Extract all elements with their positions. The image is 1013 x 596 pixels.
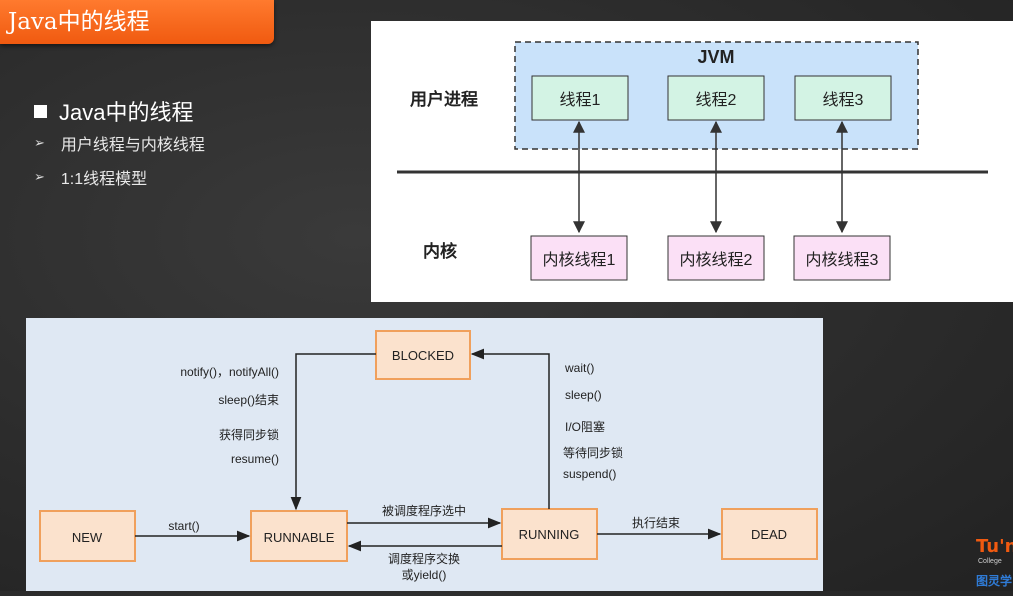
edge-label-swap-2: 或yield() (402, 568, 447, 582)
block-label: I/O阻塞 (565, 419, 605, 434)
state-runnable-box (250, 510, 348, 562)
kernel-thread-box (667, 235, 765, 281)
kernel-thread-box (530, 235, 628, 281)
bullet-main: Java中的线程 (34, 96, 205, 126)
block-label: suspend() (563, 467, 616, 481)
square-bullet-icon (34, 104, 47, 118)
kernel-thread-label: 内核线程2 (680, 251, 753, 269)
block-label: wait() (564, 361, 594, 375)
thread-model-svg: JVM 用户进程 线程1 线程2 线程3 内核 内核线程1 内核线程2 内核线程… (397, 41, 988, 281)
bullet-main-text: Java中的线程 (59, 100, 194, 125)
unblock-label: sleep()结束 (218, 393, 279, 407)
arrow-bullet-icon: ➢ (34, 135, 45, 150)
bullet-list: Java中的线程 ➢ 用户线程与内核线程 ➢ 1:1线程模型 (34, 96, 205, 194)
bullet-item: ➢ 1:1线程模型 (34, 160, 205, 194)
user-thread-box (531, 75, 629, 121)
logo-sub-text: College (978, 558, 1002, 565)
college-logo: Tu'n College 图灵学 (972, 530, 1013, 591)
logo-main-text: Tu'n (976, 536, 1013, 557)
kernel-thread-box (793, 235, 891, 281)
thread-state-svg: NEW RUNNABLE RUNNING BLOCKED DEAD start(… (39, 330, 818, 582)
state-blocked-box (375, 330, 471, 380)
user-thread-box (794, 75, 892, 121)
unblock-label: 获得同步锁 (219, 427, 279, 442)
user-thread-label: 线程3 (823, 91, 864, 109)
block-label: sleep() (565, 388, 602, 402)
state-runnable-label: RUNNABLE (264, 530, 335, 545)
kernel-label: 内核 (423, 241, 457, 261)
state-new-label: NEW (72, 530, 103, 545)
arrow-bullet-icon: ➢ (34, 169, 45, 184)
thread-model-diagram: JVM 用户进程 线程1 线程2 线程3 内核 内核线程1 内核线程2 内核线程… (371, 21, 1013, 302)
edge-label-finish: 执行结束 (632, 516, 680, 530)
arrow-from-blocked (290, 353, 376, 511)
bullet-item-text: 1:1线程模型 (60, 171, 148, 188)
arrow-to-blocked (470, 348, 550, 509)
user-thread-label: 线程2 (696, 91, 737, 109)
state-dead-label: DEAD (751, 527, 787, 542)
state-new-box (39, 510, 136, 562)
state-running-label: RUNNING (519, 527, 580, 542)
jvm-label: JVM (697, 47, 734, 67)
user-thread-box (667, 75, 765, 121)
unblock-label: resume() (231, 452, 279, 466)
slide-title: Java中的线程 (0, 0, 274, 44)
kernel-thread-label: 内核线程1 (543, 251, 616, 269)
block-label: 等待同步锁 (563, 445, 623, 460)
edge-label-swap-1: 调度程序交换 (388, 551, 460, 566)
state-dead-box (721, 508, 818, 560)
edge-label-scheduled: 被调度程序选中 (382, 503, 466, 518)
state-blocked-label: BLOCKED (392, 348, 454, 363)
user-process-label: 用户进程 (410, 89, 478, 109)
bullet-item-text: 用户线程与内核线程 (60, 137, 205, 154)
bullet-item: ➢ 用户线程与内核线程 (34, 126, 205, 160)
unblock-label: notify()，notifyAll() (180, 365, 279, 379)
kernel-thread-label: 内核线程3 (806, 251, 879, 269)
user-thread-label: 线程1 (560, 91, 601, 109)
thread-state-diagram: NEW RUNNABLE RUNNING BLOCKED DEAD start(… (26, 318, 823, 591)
logo-cn-text: 图灵学 (976, 574, 1013, 588)
edge-label-start: start() (168, 519, 199, 533)
